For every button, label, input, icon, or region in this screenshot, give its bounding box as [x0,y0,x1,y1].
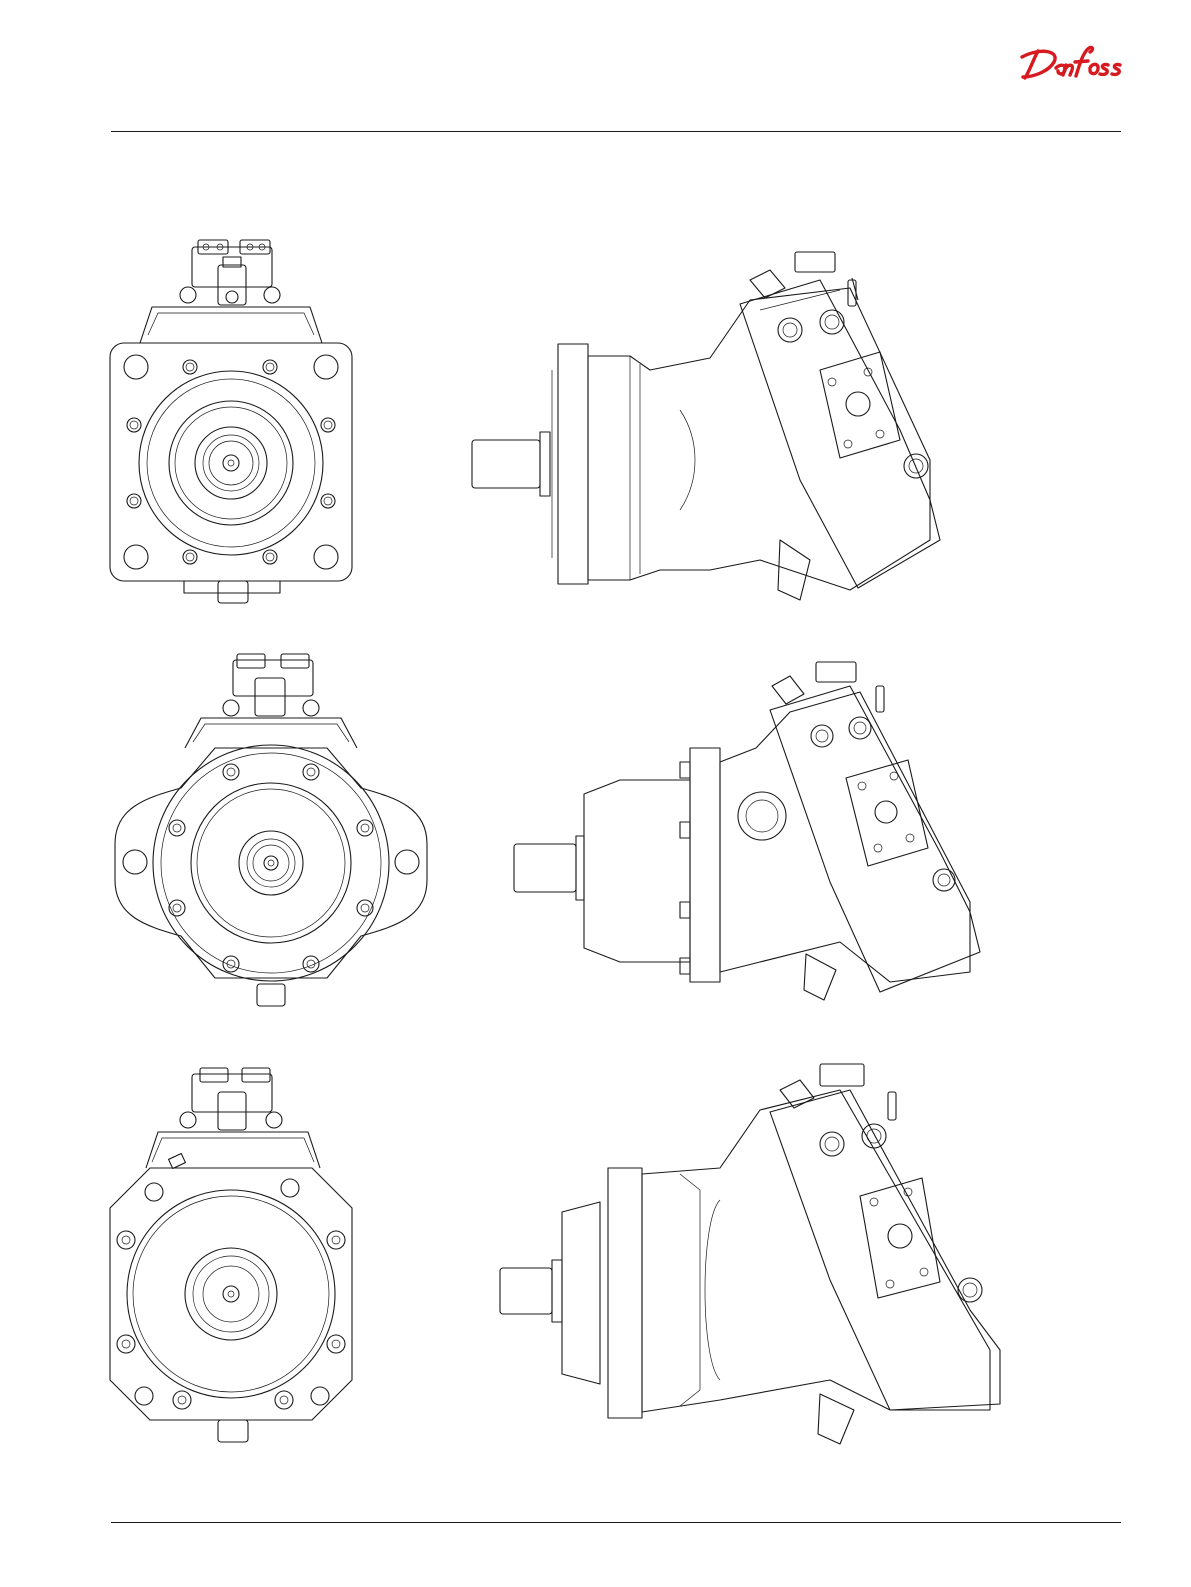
front-view-1 [100,235,370,615]
danfoss-logo [1016,44,1124,86]
side-view-2 [500,652,990,1002]
bolt-ring-2 [169,764,373,972]
footer-rule [111,1522,1121,1523]
bolt-ring-1 [127,360,335,564]
header-rule [111,131,1121,132]
logo-shape [1022,47,1120,78]
bolt-ring-3 [117,1179,345,1409]
side-view-1 [460,240,970,620]
side-view-3 [490,1050,1010,1450]
front-view-2 [105,648,435,1018]
front-view-3 [100,1062,370,1452]
